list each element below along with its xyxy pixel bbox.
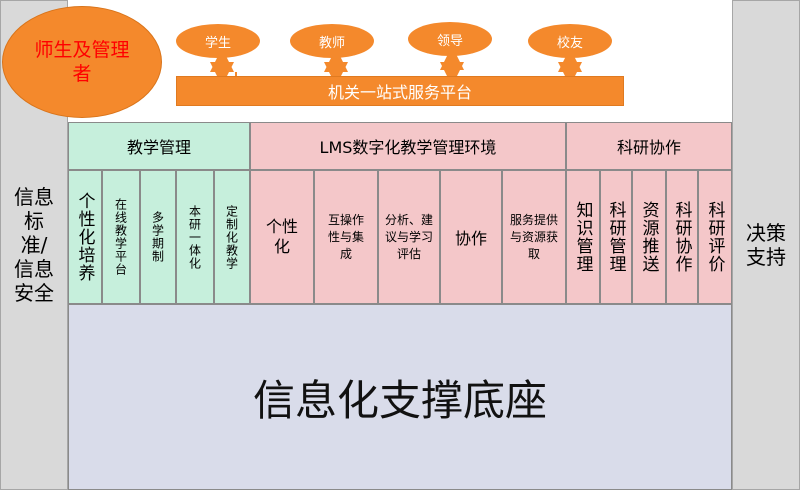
research-item-label: 资源推送 xyxy=(638,201,659,273)
lms-item-label: 协作 xyxy=(454,229,487,248)
teaching-item-label: 本研一体化 xyxy=(187,204,202,270)
teaching-header: 教学管理 xyxy=(68,122,250,170)
lms-item: 个性化 xyxy=(250,170,314,304)
role-teacher-label: 教师 xyxy=(318,35,345,51)
lms-item: 互操作性与集成 xyxy=(314,170,378,304)
research-item-label: 知识管理 xyxy=(572,201,593,273)
role-alumni-label: 校友 xyxy=(556,35,583,51)
lms-item: 分析、建议与学习评估 xyxy=(378,170,440,304)
foundation-label: 信息化支撑底座 xyxy=(252,375,547,425)
lms-item: 协作 xyxy=(440,170,502,304)
research-item: 科研管理 xyxy=(600,170,632,304)
connector-arrows xyxy=(210,46,582,94)
teaching-item-label: 定制化教学 xyxy=(224,204,239,270)
teaching-item: 在线教学平台 xyxy=(102,170,140,304)
research-title: 科研协作 xyxy=(616,138,681,157)
lms-item: 服务提供与资源获取 xyxy=(502,170,566,304)
lms-item-label: 分析、建议与学习评估 xyxy=(384,212,433,261)
lms-header: LMS数字化教学管理环境 xyxy=(250,122,566,170)
teaching-item: 多学期制 xyxy=(140,170,176,304)
teaching-item-label: 个性化培养 xyxy=(74,192,95,282)
teaching-item-label: 在线教学平台 xyxy=(113,198,128,276)
right-side-label: 决策支持 xyxy=(746,221,786,269)
research-item: 科研协作 xyxy=(666,170,698,304)
lms-item-label: 互操作性与集成 xyxy=(327,212,364,261)
research-item-label: 科研协作 xyxy=(671,201,692,273)
teaching-item: 个性化培养 xyxy=(68,170,102,304)
research-item: 科研评价 xyxy=(698,170,732,304)
teaching-item: 本研一体化 xyxy=(176,170,214,304)
lms-title: LMS数字化教学管理环境 xyxy=(319,138,497,157)
teaching-item-label: 多学期制 xyxy=(150,211,165,263)
lms-item-label: 个性化 xyxy=(265,217,298,256)
teaching-title: 教学管理 xyxy=(126,138,191,157)
role-student-label: 学生 xyxy=(204,35,231,51)
platform-label: 机关一站式服务平台 xyxy=(327,83,472,102)
research-header: 科研协作 xyxy=(566,122,732,170)
users-oval-label: 师生及管理者 xyxy=(34,39,130,85)
research-item-label: 科研管理 xyxy=(605,201,626,273)
lms-item-label: 服务提供与资源获取 xyxy=(509,212,558,261)
research-item-label: 科研评价 xyxy=(704,201,725,273)
foundation-block: 信息化支撑底座 xyxy=(68,304,732,490)
users-oval: 师生及管理者 xyxy=(2,6,162,118)
left-side-label: 信息标准/信息安全 xyxy=(14,185,54,305)
teaching-item: 定制化教学 xyxy=(214,170,250,304)
role-leader-label: 领导 xyxy=(436,33,463,49)
research-item: 知识管理 xyxy=(566,170,600,304)
research-item: 资源推送 xyxy=(632,170,666,304)
platform-bar: 机关一站式服务平台 xyxy=(176,76,624,106)
